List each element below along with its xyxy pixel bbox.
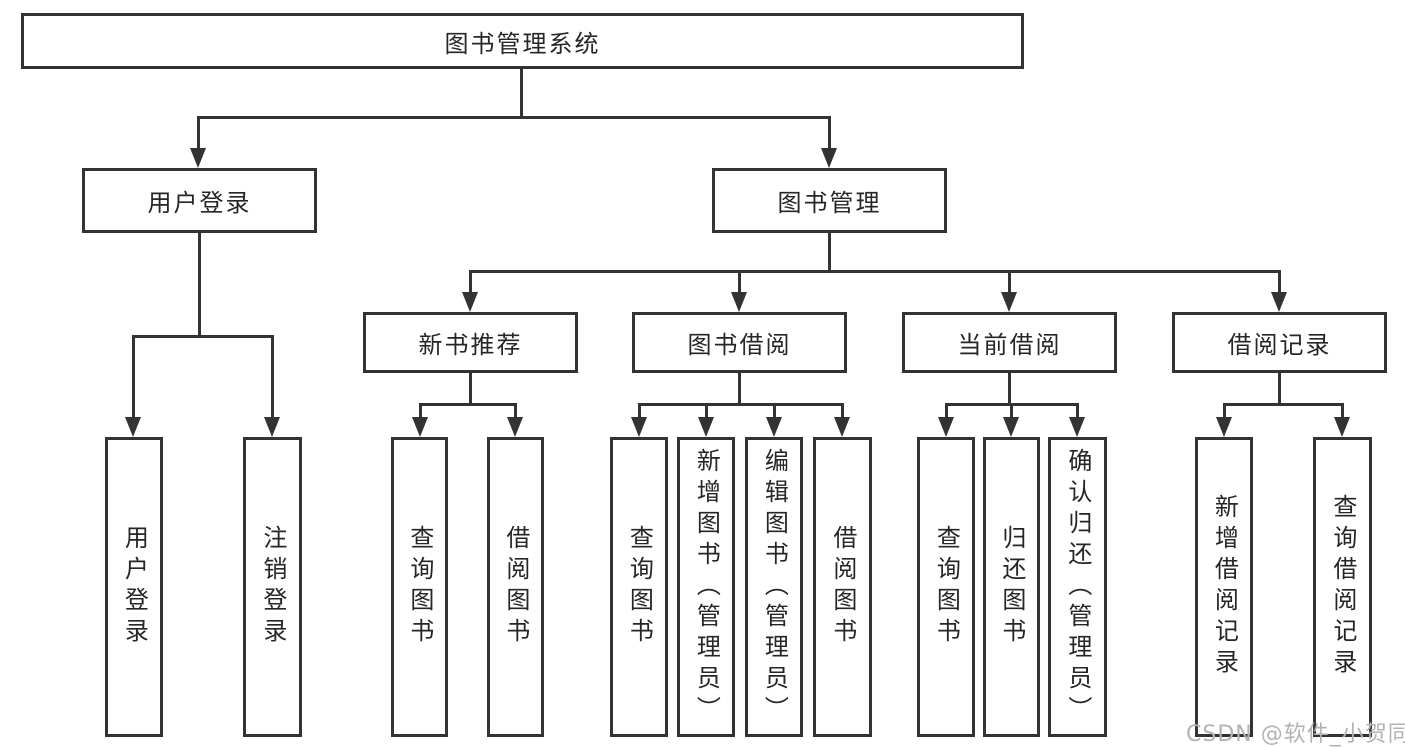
node-book-borrowing: 图书借阅: [632, 312, 847, 373]
connector-arrowhead: [631, 417, 647, 437]
connector-arrowhead: [698, 417, 714, 437]
connector-arrowhead: [1001, 292, 1017, 312]
connector-arrowhead: [821, 148, 837, 168]
watermark: CSDN @软件_小贺同学: [1186, 722, 1405, 747]
connector: [132, 335, 135, 419]
leaf-nr-borrow-books: 借阅图书: [487, 437, 544, 737]
connector: [132, 335, 274, 338]
node-current-borrowing: 当前借阅: [902, 312, 1117, 373]
connector: [198, 233, 201, 337]
leaf-bb-edit-books-admin: 编辑图书（管理员）: [745, 437, 803, 737]
leaf-cb-return-books: 归还图书: [983, 437, 1040, 737]
node-borrowing-records: 借阅记录: [1172, 312, 1387, 373]
leaf-label: 注销登录: [258, 525, 287, 649]
connector: [1223, 403, 1226, 419]
leaf-label: 归还图书: [997, 525, 1026, 649]
leaf-cb-query-books: 查询图书: [917, 437, 975, 737]
connector: [469, 270, 472, 294]
leaf-label: 用户登录: [120, 525, 149, 649]
leaf-br-add-borrow-record: 新增借阅记录: [1195, 437, 1253, 737]
connector-arrowhead: [462, 292, 478, 312]
node-book-management: 图书管理: [712, 168, 947, 233]
leaf-label: 查询借阅记录: [1328, 494, 1357, 680]
connector: [514, 403, 517, 419]
connector: [1341, 403, 1344, 419]
leaf-label: 查询图书: [932, 525, 961, 649]
leaf-bb-borrow-books: 借阅图书: [813, 437, 872, 737]
connector: [828, 116, 831, 150]
leaf-label: 查询图书: [405, 525, 434, 649]
connector: [945, 403, 948, 419]
connector-arrowhead: [1334, 417, 1350, 437]
connector: [705, 403, 708, 419]
connector: [828, 233, 831, 272]
connector: [271, 335, 274, 419]
node-library-management-system: 图书管理系统: [21, 13, 1024, 69]
leaf-label: 新增借阅记录: [1210, 494, 1239, 680]
connector-arrowhead: [1271, 292, 1287, 312]
leaf-label: 查询图书: [625, 525, 654, 649]
connector: [1278, 270, 1281, 294]
node-user-login: 用户登录: [82, 168, 317, 233]
leaf-label: 借阅图书: [828, 525, 857, 649]
connector-arrowhead: [190, 148, 206, 168]
connector: [1223, 403, 1344, 406]
connector: [773, 403, 776, 419]
connector: [638, 403, 641, 419]
connector: [1278, 373, 1281, 405]
leaf-logout: 注销登录: [243, 437, 302, 737]
connector: [1008, 270, 1011, 294]
leaf-label: 借阅图书: [501, 525, 530, 649]
connector-arrowhead: [412, 417, 428, 437]
connector: [638, 403, 843, 406]
leaf-bb-add-books-admin: 新增图书（管理员）: [677, 437, 735, 737]
connector-arrowhead: [1069, 417, 1085, 437]
connector-arrowhead: [1216, 417, 1232, 437]
connector-arrowhead: [731, 292, 747, 312]
connector-arrowhead: [938, 417, 954, 437]
connector-arrowhead: [1003, 417, 1019, 437]
connector: [1076, 403, 1079, 419]
leaf-user-login: 用户登录: [105, 437, 163, 737]
connector: [520, 68, 523, 119]
connector: [469, 373, 472, 405]
connector: [738, 373, 741, 405]
leaf-nr-query-books: 查询图书: [391, 437, 448, 737]
connector: [197, 116, 200, 150]
connector-arrowhead: [766, 417, 782, 437]
connector: [197, 116, 831, 119]
leaf-label: 新增图书（管理员）: [692, 447, 721, 727]
leaf-label: 确认归还（管理员）: [1063, 447, 1092, 727]
connector: [1008, 373, 1011, 405]
node-new-book-recommendation: 新书推荐: [363, 312, 578, 373]
connector-arrowhead: [125, 417, 141, 437]
leaf-br-query-borrow-record: 查询借阅记录: [1313, 437, 1372, 737]
leaf-bb-query-books: 查询图书: [610, 437, 668, 737]
connector-arrowhead: [834, 417, 850, 437]
connector: [738, 270, 741, 294]
connector-arrowhead: [264, 417, 280, 437]
connector: [841, 403, 844, 419]
connector: [1010, 403, 1013, 419]
connector-arrowhead: [507, 417, 523, 437]
leaf-cb-confirm-return-admin: 确认归还（管理员）: [1048, 437, 1107, 737]
connector: [419, 403, 517, 406]
leaf-label: 编辑图书（管理员）: [760, 447, 789, 727]
connector: [469, 270, 1281, 273]
connector: [419, 403, 422, 419]
